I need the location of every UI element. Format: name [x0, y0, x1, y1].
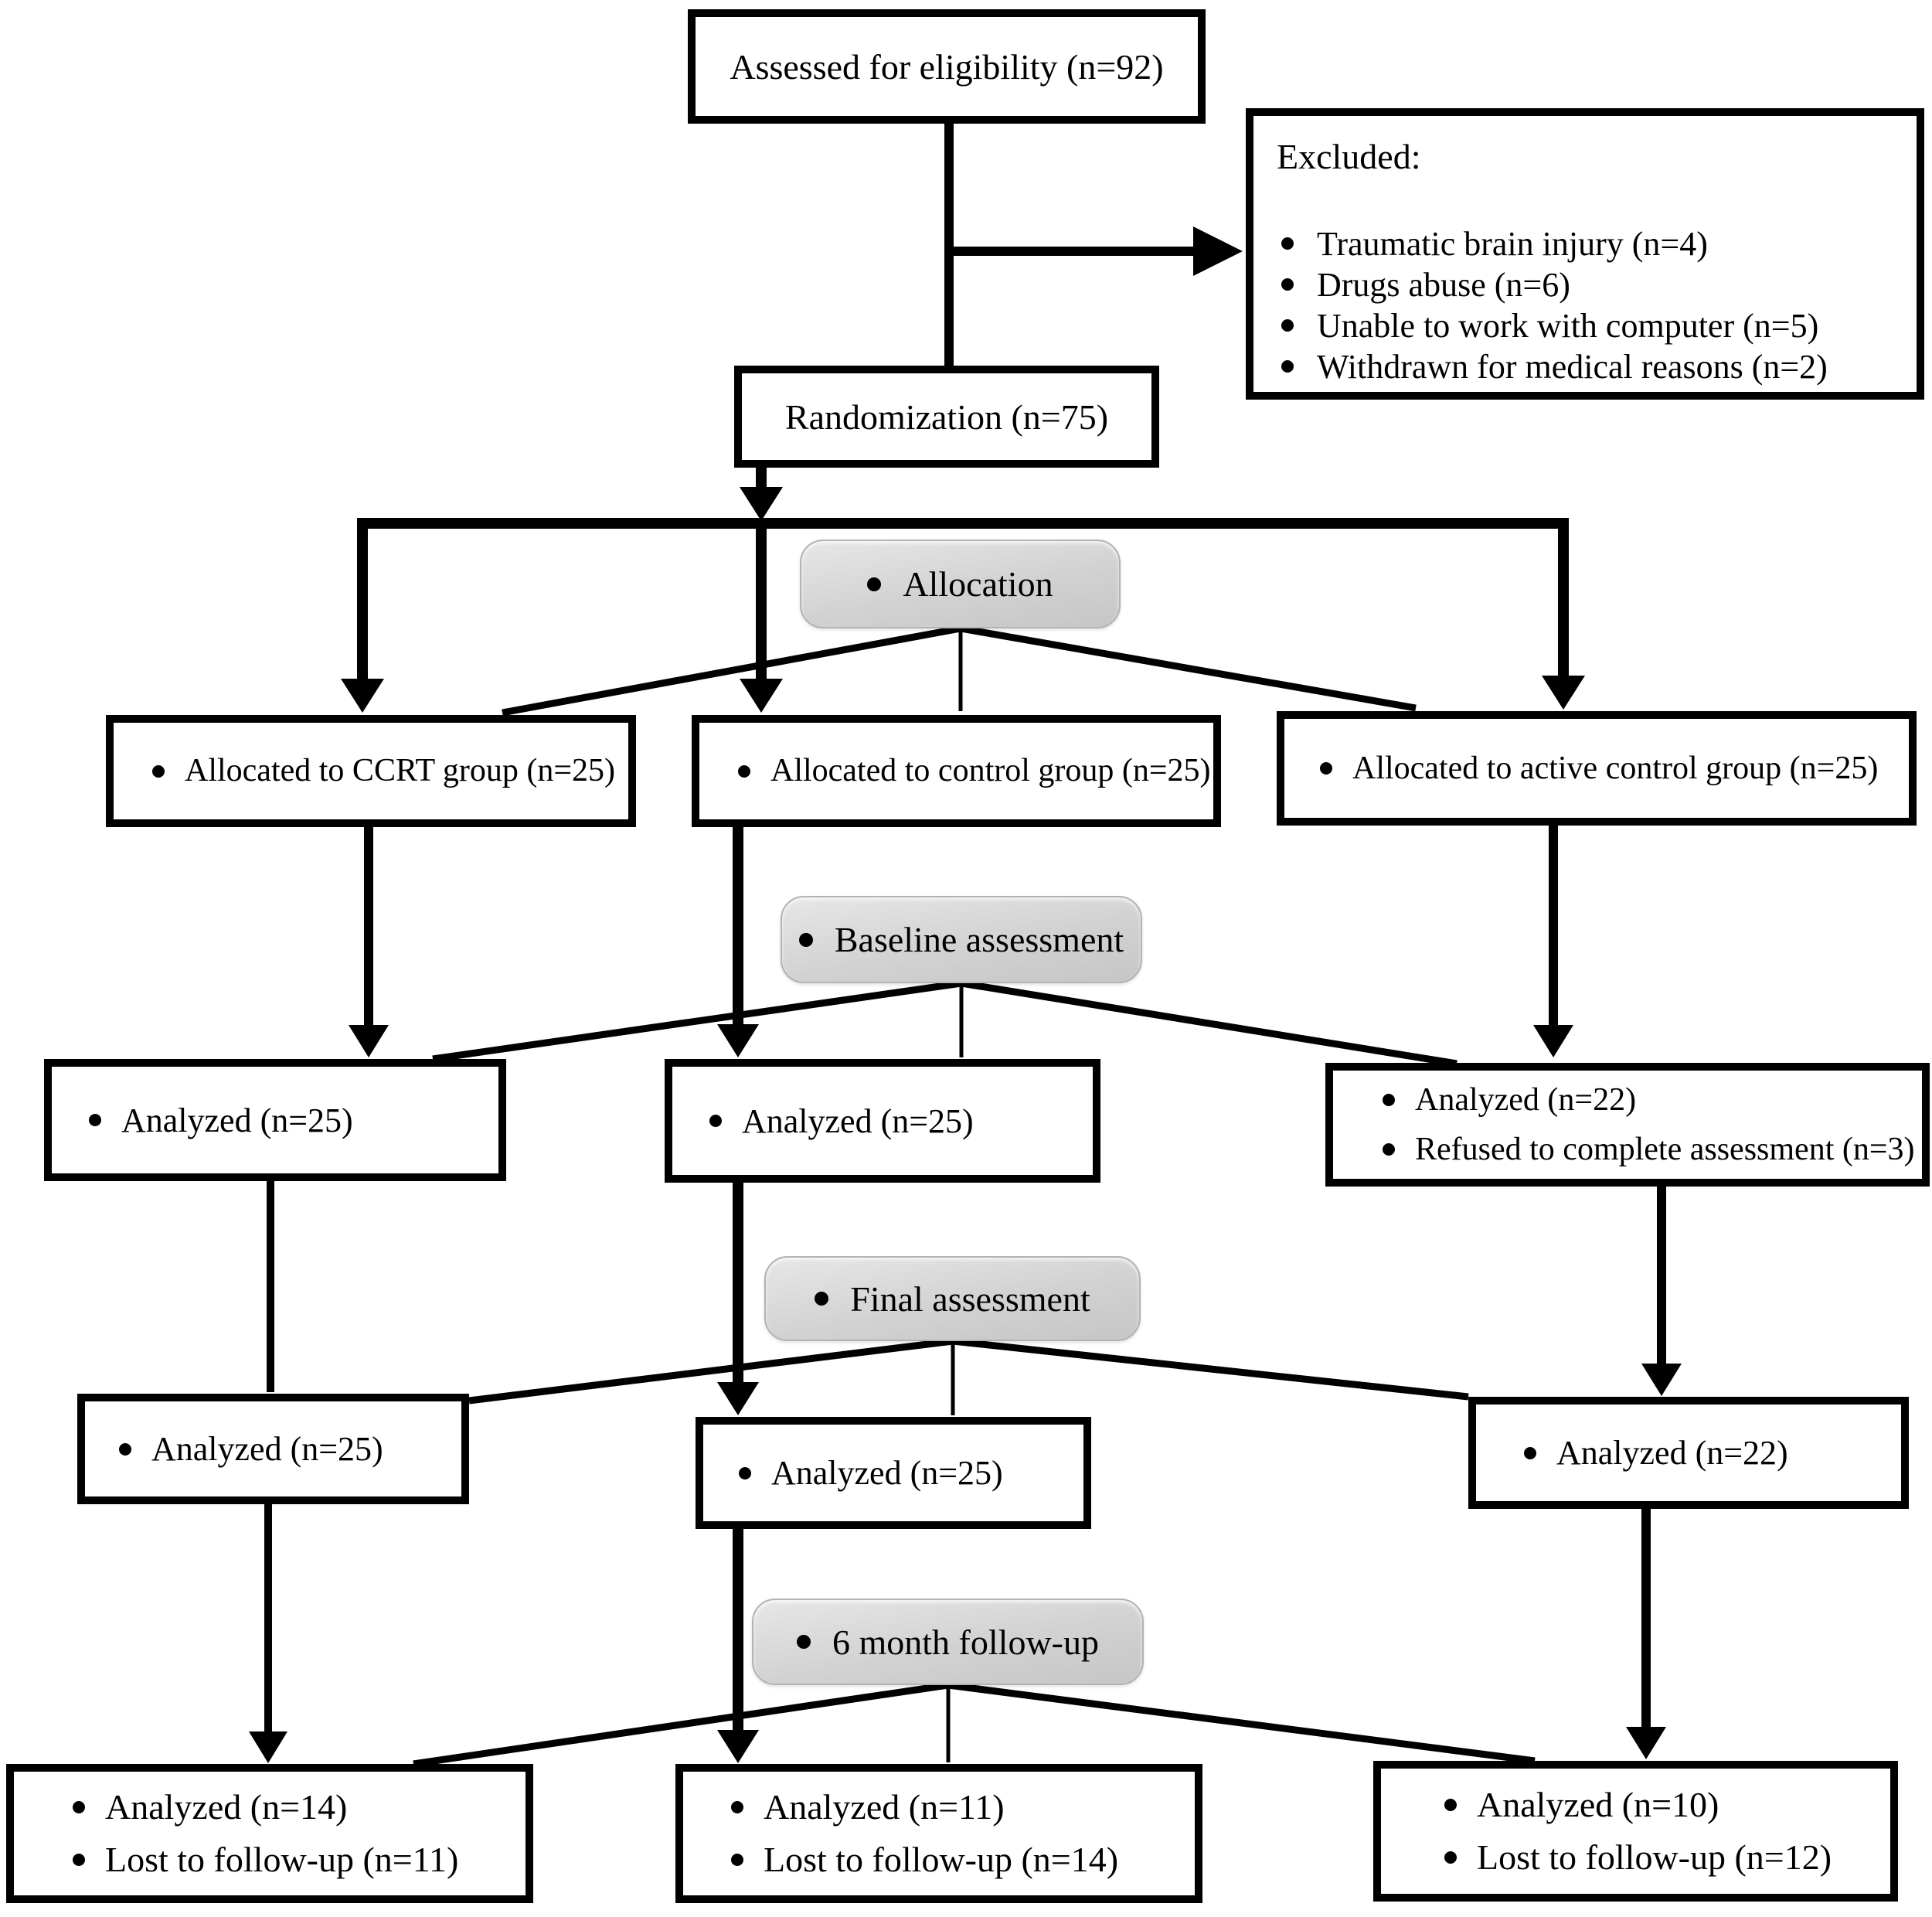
allocation-fan-lines — [502, 625, 1417, 717]
node-excluded: Excluded: Traumatic brain injury (n=4) D… — [1246, 108, 1924, 400]
stage-followup-label: 6 month follow-up — [832, 1622, 1099, 1662]
active-to-baseline-arrow — [1533, 826, 1573, 1057]
bullet-item: Allocated to CCRT group (n=25) — [148, 751, 628, 792]
excluded-item: Unable to work with computer (n=5) — [1277, 305, 1900, 346]
baseline-fan-lines — [432, 979, 1458, 1067]
node-baseline-ccrt: Analyzed (n=25) — [44, 1059, 506, 1181]
split-to-ccrt-arrow — [341, 523, 384, 713]
assessed-label: Assessed for eligibility (n=92) — [730, 46, 1164, 87]
bullet-item: Lost to follow-up (n=12) — [1440, 1831, 1890, 1884]
stage-allocation: Allocation — [800, 540, 1121, 628]
bullet-item: Allocated to active control group (n=25) — [1315, 748, 1909, 789]
bullet-dot-icon — [798, 932, 813, 947]
node-baseline-active: Analyzed (n=22) Refused to complete asse… — [1325, 1063, 1930, 1187]
node-followup-active: Analyzed (n=10) Lost to follow-up (n=12) — [1373, 1761, 1898, 1902]
bullet-item: Analyzed (n=22) — [1519, 1432, 1901, 1474]
bullet-item: Analyzed (n=10) — [1440, 1779, 1890, 1831]
final-to-followup-arrows — [249, 1504, 1666, 1763]
node-followup-control: Analyzed (n=11) Lost to follow-up (n=14) — [675, 1764, 1202, 1903]
excluded-item: Drugs abuse (n=6) — [1277, 264, 1900, 305]
randomization-down-arrow — [740, 468, 783, 521]
bullet-item: Analyzed (n=11) — [726, 1781, 1195, 1834]
followup-fan-lines — [413, 1681, 1536, 1768]
excluded-item: Withdrawn for medical reasons (n=2) — [1277, 346, 1900, 387]
stage-final-label: Final assessment — [850, 1279, 1090, 1319]
stage-allocation-label: Allocation — [903, 564, 1053, 604]
bullet-item: Analyzed (n=25) — [705, 1100, 1093, 1142]
assessed-to-excluded-arrow — [944, 226, 1243, 276]
bullet-item: Analyzed (n=25) — [734, 1452, 1083, 1494]
bullet-item: Analyzed (n=14) — [68, 1781, 526, 1834]
excluded-item: Traumatic brain injury (n=4) — [1277, 223, 1900, 264]
node-final-control: Analyzed (n=25) — [696, 1417, 1091, 1529]
bullet-item: Allocated to control group (n=25) — [733, 751, 1213, 792]
node-baseline-control: Analyzed (n=25) — [665, 1059, 1100, 1183]
bullet-item: Analyzed (n=22) — [1378, 1075, 1922, 1125]
node-final-ccrt: Analyzed (n=25) — [77, 1394, 469, 1504]
stage-baseline-label: Baseline assessment — [834, 920, 1124, 959]
ccrt-to-baseline-arrow — [349, 827, 389, 1057]
final-fan-lines — [468, 1337, 1469, 1415]
stage-baseline: Baseline assessment — [781, 896, 1142, 983]
stage-final: Final assessment — [764, 1256, 1141, 1341]
bullet-item: Analyzed (n=25) — [114, 1428, 461, 1470]
baseline-to-final-lines — [267, 1176, 1682, 1415]
bullet-dot-icon — [867, 577, 882, 591]
bullet-dot-icon — [815, 1292, 829, 1306]
node-allocated-active: Allocated to active control group (n=25) — [1277, 711, 1917, 826]
bullet-dot-icon — [797, 1635, 811, 1649]
split-to-active-arrow — [1542, 523, 1585, 710]
node-final-active: Analyzed (n=22) — [1468, 1397, 1909, 1509]
excluded-list: Traumatic brain injury (n=4) Drugs abuse… — [1277, 223, 1900, 387]
bullet-item: Refused to complete assessment (n=3) — [1378, 1125, 1922, 1174]
bullet-item: Lost to follow-up (n=14) — [726, 1834, 1195, 1886]
node-followup-ccrt: Analyzed (n=14) Lost to follow-up (n=11) — [6, 1764, 533, 1903]
bullet-item: Analyzed (n=25) — [84, 1099, 498, 1142]
bullet-item: Lost to follow-up (n=11) — [68, 1834, 526, 1886]
split-to-control-arrow — [740, 523, 783, 713]
stage-followup: 6 month follow-up — [752, 1599, 1144, 1685]
node-randomization: Randomization (n=75) — [734, 366, 1159, 468]
control-to-baseline-arrow — [717, 823, 759, 1057]
node-allocated-control: Allocated to control group (n=25) — [692, 715, 1221, 827]
randomization-label: Randomization (n=75) — [784, 397, 1109, 437]
node-assessed: Assessed for eligibility (n=92) — [688, 9, 1206, 124]
excluded-title: Excluded: — [1277, 137, 1421, 176]
node-allocated-ccrt: Allocated to CCRT group (n=25) — [106, 715, 636, 827]
